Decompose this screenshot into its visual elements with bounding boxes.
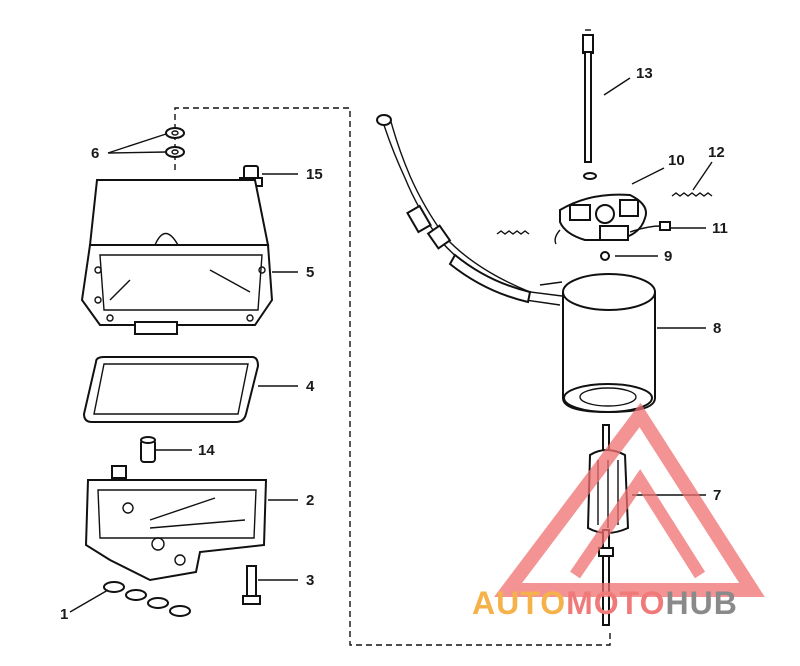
callout-14: 14 xyxy=(198,442,215,459)
callout-5: 5 xyxy=(306,264,314,281)
wire-harness xyxy=(376,114,563,306)
part-1-orings xyxy=(103,581,191,617)
callout-2: 2 xyxy=(306,492,314,509)
part-10-brush-plate xyxy=(554,193,671,245)
part-5-cover xyxy=(80,179,274,335)
part-12-springs xyxy=(496,192,713,235)
part-14-pin xyxy=(140,436,156,463)
callout-7: 7 xyxy=(713,487,721,504)
callout-12: 12 xyxy=(708,144,725,161)
callout-1: 1 xyxy=(60,606,68,623)
callout-6: 6 xyxy=(91,145,99,162)
part-9-ball xyxy=(600,251,610,261)
callout-9: 9 xyxy=(664,248,672,265)
watermark-triangle-icon xyxy=(493,402,765,597)
assembly-dashed-line xyxy=(174,107,611,646)
callout-8: 8 xyxy=(713,320,721,337)
watermark-text: AUTOMOTOHUB xyxy=(472,585,738,621)
watermark-hub: HUB xyxy=(665,585,737,621)
callout-4: 4 xyxy=(306,378,315,395)
part-13-long-bolt xyxy=(582,29,594,163)
part-6-washers xyxy=(165,127,185,158)
callout-11: 11 xyxy=(712,220,728,237)
callout-10: 10 xyxy=(668,152,685,169)
callout-3: 3 xyxy=(306,572,314,589)
watermark-moto: MOTO xyxy=(566,585,665,621)
part-2-housing xyxy=(84,465,268,582)
part-4-gasket xyxy=(82,356,260,423)
watermark-inner-triangle-icon xyxy=(570,469,706,579)
part-3-bolt xyxy=(242,565,261,605)
part-8-frame xyxy=(562,273,656,414)
watermark-logo xyxy=(493,402,765,597)
callout-15: 15 xyxy=(306,166,323,183)
svg-text:AUTOMOTOHUB: AUTOMOTOHUB xyxy=(472,585,738,621)
watermark-auto: AUTO xyxy=(472,585,566,621)
callout-13: 13 xyxy=(636,65,653,82)
